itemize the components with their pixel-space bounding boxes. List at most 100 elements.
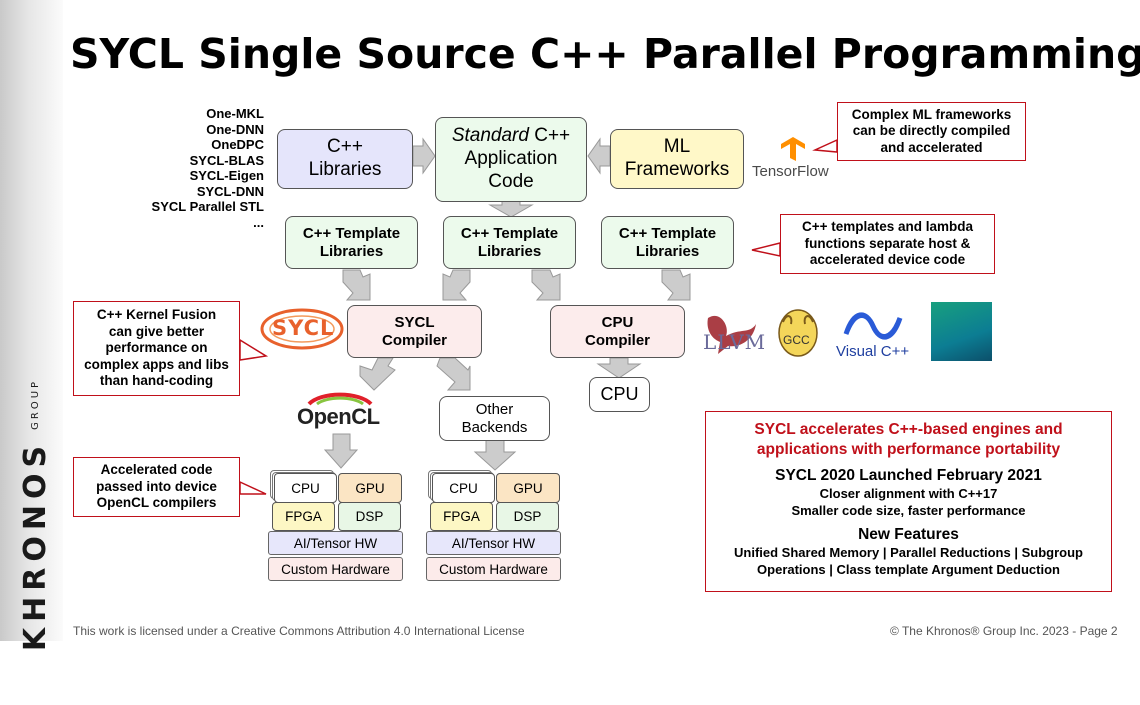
other-backends-line: Backends: [461, 418, 528, 436]
standard-cpp-line: Standard C++: [452, 125, 570, 148]
arrow-template2-to-cpu-icon: [531, 269, 561, 301]
arrow-sycl-to-other-icon: [436, 357, 471, 391]
callout-accelerated-pointer-icon: [239, 480, 267, 495]
standard-cpp-line: Application: [464, 148, 558, 170]
custom-hardware: Custom Hardware: [268, 557, 403, 581]
sycl-info-box: SYCL accelerates C++-based engines and a…: [705, 411, 1112, 592]
sycl-compiler-box: SYCL Compiler: [347, 305, 482, 358]
arrow-cpucompiler-to-cpu-icon: [596, 357, 642, 379]
callout-line: can be directly compiled: [852, 123, 1011, 139]
template-libraries-box: C++ Template Libraries: [443, 216, 576, 269]
callout-line: complex apps and libs: [84, 356, 229, 372]
copyright-footer: © The Khronos® Group Inc. 2023 - Page 2: [890, 624, 1118, 638]
tensorflow-label: TensorFlow: [752, 163, 829, 180]
chip-fpga: FPGA: [272, 502, 335, 531]
ai-tensor-hw: AI/Tensor HW: [268, 531, 403, 555]
chip-gpu: GPU: [338, 473, 402, 503]
chip-dsp: DSP: [496, 502, 559, 531]
llvm-dragon-icon: [707, 315, 756, 354]
template-libraries-box: C++ Template Libraries: [601, 216, 734, 269]
cpp-libraries-line: C++: [327, 136, 363, 158]
callout-line: C++ Kernel Fusion: [96, 307, 217, 323]
callout-line: accelerated device code: [809, 252, 966, 268]
gcc-gnu-icon: [778, 309, 818, 357]
chip-gpu: GPU: [496, 473, 560, 503]
library-item: SYCL-BLAS: [189, 152, 264, 168]
library-item: One-DNN: [206, 121, 264, 137]
llvm-label: LLVM: [703, 330, 767, 354]
arrow-template2-to-sycl-icon: [442, 269, 471, 301]
info-headline-line: applications with performance portabilit…: [756, 441, 1061, 458]
arrow-template3-to-cpu-icon: [661, 269, 691, 301]
library-item: ...: [253, 214, 264, 230]
visual-cpp-icon: [843, 312, 903, 340]
gcc-label: GCC: [783, 333, 810, 347]
template-line: Libraries: [319, 242, 384, 260]
device-stack-opencl: CPU GPU FPGA DSP AI/Tensor HW Custom Har…: [268, 470, 403, 582]
callout-templates-pointer-icon: [751, 242, 781, 257]
arrow-other-to-stack-icon: [473, 439, 517, 471]
template-line: Libraries: [477, 242, 542, 260]
library-item: SYCL-DNN: [196, 183, 264, 199]
standard-italic: Standard: [451, 125, 529, 147]
callout-line: functions separate host &: [804, 235, 971, 251]
other-backends-box: Other Backends: [439, 396, 550, 441]
callout-line: passed into device: [96, 478, 217, 494]
library-item: SYCL-Eigen: [189, 168, 264, 183]
other-backends-line: Other: [475, 400, 514, 418]
callout-line: Complex ML frameworks: [851, 106, 1012, 122]
visual-cpp-label: Visual C++: [836, 343, 910, 360]
template-line: C++ Template: [618, 224, 717, 242]
ml-frameworks-line: ML: [663, 136, 691, 158]
chip-dsp: DSP: [338, 502, 401, 531]
sycl-compiler-line: SYCL: [394, 313, 435, 331]
ml-frameworks-box: ML Frameworks: [610, 129, 744, 189]
callout-line: performance on: [105, 340, 208, 356]
tensorflow-icon: [781, 137, 805, 161]
arrow-standard-to-templates-icon: [488, 200, 534, 218]
chip-cpu: CPU: [274, 473, 337, 503]
standard-rest: C++: [528, 125, 571, 147]
template-line: Libraries: [635, 242, 700, 260]
library-item: SYCL Parallel STL: [151, 199, 264, 214]
callout-line: can give better: [108, 323, 205, 339]
arrow-libs-to-standard-icon: [412, 137, 436, 175]
license-footer: This work is licensed under a Creative C…: [73, 624, 525, 638]
arrow-ml-to-standard-icon: [587, 137, 611, 175]
callout-line: than hand-coding: [99, 373, 214, 389]
info-headline-line: SYCL accelerates C++-based engines and: [754, 421, 1063, 438]
chip-fpga: FPGA: [430, 502, 493, 531]
library-item: OneDPC: [211, 137, 264, 152]
ml-frameworks-line: Frameworks: [624, 159, 730, 180]
custom-hardware: Custom Hardware: [426, 557, 561, 581]
device-stack-other: CPU GPU FPGA DSP AI/Tensor HW Custom Har…: [426, 470, 561, 582]
info-launch-points: Closer alignment with C++17 Smaller code…: [706, 485, 1111, 519]
standard-cpp-box: Standard C++ Application Code: [435, 117, 587, 202]
callout-line: OpenCL compilers: [96, 495, 217, 511]
callout-line: C++ templates and lambda: [801, 219, 974, 235]
brand-sidebar: [0, 0, 63, 641]
ai-tensor-hw: AI/Tensor HW: [426, 531, 561, 555]
cpu-compiler-line: Compiler: [584, 331, 650, 349]
info-point: Closer alignment with C++17: [819, 486, 998, 501]
cpu-compiler-line: CPU: [601, 313, 634, 331]
info-launch: SYCL 2020 Launched February 2021: [775, 467, 1042, 484]
template-line: C++ Template: [302, 224, 401, 242]
arrow-template1-to-sycl-icon: [342, 269, 371, 301]
callout-templates: C++ templates and lambda functions separ…: [780, 214, 995, 274]
arrow-sycl-to-opencl-icon: [359, 357, 396, 391]
info-feature-line: Unified Shared Memory | Parallel Reducti…: [734, 545, 1083, 560]
callout-fusion: C++ Kernel Fusion can give better perfor…: [73, 301, 240, 396]
callout-accelerated: Accelerated code passed into device Open…: [73, 457, 240, 517]
info-headline: SYCL accelerates C++-based engines and a…: [706, 420, 1111, 460]
info-features-title: New Features: [858, 526, 959, 543]
arrow-opencl-to-stack-icon: [323, 433, 359, 469]
template-libraries-box: C++ Template Libraries: [285, 216, 418, 269]
library-list: One-MKL One-DNN OneDPC SYCL-BLAS SYCL-Ei…: [130, 106, 264, 230]
info-features: Unified Shared Memory | Parallel Reducti…: [706, 544, 1111, 578]
callout-ml-pointer-icon: [812, 138, 838, 153]
opencl-arc-icon: [307, 392, 373, 406]
library-item: One-MKL: [206, 106, 264, 121]
cpu-target-box: CPU: [589, 377, 650, 412]
sycl-compiler-line: Compiler: [381, 331, 447, 349]
